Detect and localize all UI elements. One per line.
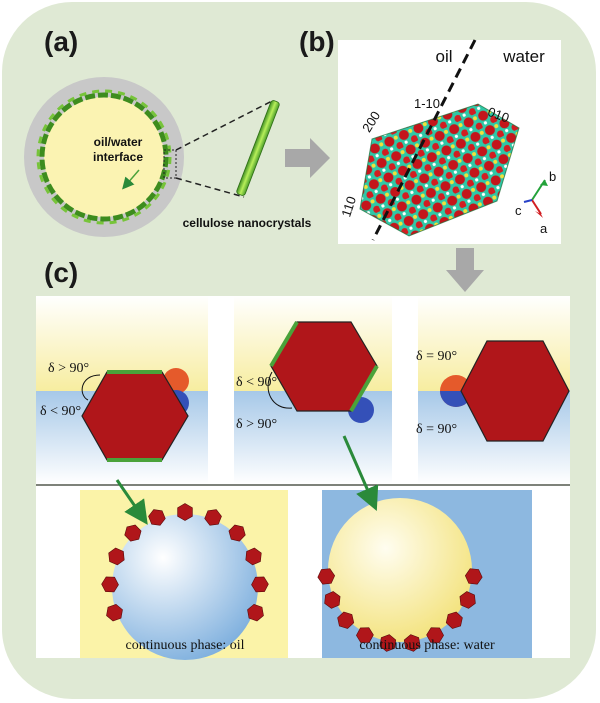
case2-label-top: δ < 90° — [236, 375, 277, 390]
particle-hexagon — [106, 603, 123, 622]
particle-hexagon — [379, 634, 397, 652]
axis-a-line — [531, 199, 542, 215]
case3-hexagon — [460, 340, 570, 442]
axis-triad: b a c — [515, 169, 556, 236]
case1-angle-arc — [81, 374, 101, 401]
axis-b-head — [540, 180, 548, 186]
case-3: δ = 90° δ = 90° — [416, 296, 570, 484]
axis-label-c: c — [515, 203, 522, 218]
axis-c-line — [523, 199, 533, 203]
particle-hexagon — [204, 509, 222, 526]
arrow-a-to-b — [285, 138, 330, 178]
particle-hexagon — [148, 509, 166, 526]
particle-arc-water — [317, 568, 483, 652]
panel-label-a: (a) — [44, 26, 79, 57]
panel-label-b: (b) — [299, 26, 335, 57]
phase-label-water: water — [502, 47, 545, 66]
particle-hexagon — [108, 547, 125, 566]
panel-b: oil water 200 1-10 010 110 b a c — [338, 39, 561, 244]
zoom-line-bottom — [175, 177, 245, 198]
particle-hexagon — [426, 627, 444, 643]
particle-hexagon — [459, 591, 476, 609]
particle-hexagon — [177, 503, 193, 521]
nanocrystal-ring — [39, 92, 169, 222]
nanocrystal-ring-outer — [36, 89, 172, 225]
particle-hexagon — [464, 568, 483, 585]
particle-hexagon — [228, 524, 246, 542]
oil-water-divider — [371, 39, 477, 241]
panel-a: oil/water interface cellulose nanocrysta… — [24, 77, 312, 237]
panel-c: δ > 90° δ < 90° δ < 90° δ > 90° δ = 90° … — [36, 296, 570, 660]
lattice-outline — [359, 103, 520, 237]
plane-label-110: 110 — [338, 194, 359, 218]
emulsion-water-continuous: continuous phase: water — [317, 490, 532, 658]
droplet-label-line2: interface — [93, 150, 143, 164]
oil-droplet-bottom — [328, 498, 472, 642]
particle-arc-oil — [101, 503, 269, 622]
particle-hexagon — [356, 627, 374, 643]
zoom-box — [163, 149, 177, 179]
particle-hexagon — [403, 634, 421, 652]
water-droplet — [112, 514, 258, 660]
case-2: δ < 90° δ > 90° — [234, 296, 392, 484]
panel-label-c: (c) — [44, 257, 79, 288]
axis-label-b: b — [549, 169, 556, 184]
crystal-caption: cellulose nanocrystals — [183, 216, 312, 230]
caption-oil: continuous phase: oil — [126, 638, 245, 653]
phase-label-oil: oil — [435, 47, 452, 66]
particle-hexagon — [251, 576, 269, 593]
plane-label-1-10: 1-10 — [414, 96, 440, 111]
arrow-case2-to-water — [342, 435, 379, 511]
case1-label-top: δ > 90° — [48, 361, 89, 376]
zoom-line-top — [175, 99, 275, 151]
emulsion-oil-continuous: continuous phase: oil — [80, 490, 288, 660]
case2-right-edge — [349, 364, 379, 413]
particle-hexagon — [445, 611, 463, 629]
particle-hexagon — [101, 576, 119, 593]
particle-hexagon — [337, 611, 355, 629]
droplet-label-line1: oil/water — [94, 135, 143, 149]
particle-hexagon — [124, 524, 142, 542]
case2-left-edge — [269, 320, 299, 368]
interface-pointer-arrow — [122, 169, 140, 190]
case2-label-bottom: δ > 90° — [236, 417, 277, 432]
case3-label-bottom: δ = 90° — [416, 422, 457, 437]
axis-label-a: a — [540, 221, 548, 236]
axis-a-head — [535, 211, 543, 218]
caption-water: continuous phase: water — [359, 638, 495, 653]
case-1: δ > 90° δ < 90° — [36, 296, 208, 484]
arrow-b-to-c — [446, 248, 484, 292]
arrow-case1-to-oil — [115, 479, 148, 525]
case1-label-bottom: δ < 90° — [40, 404, 81, 419]
particle-hexagon — [247, 603, 264, 622]
case2-angle-arc — [267, 371, 293, 409]
particle-hexagon — [245, 547, 262, 566]
crystal-lattice — [360, 104, 519, 236]
plane-label-010: 010 — [486, 104, 512, 126]
particle-hexagon — [317, 568, 336, 585]
particle-hexagon — [324, 591, 341, 609]
nanocrystal-rod — [236, 100, 280, 196]
case3-label-top: δ = 90° — [416, 349, 457, 364]
